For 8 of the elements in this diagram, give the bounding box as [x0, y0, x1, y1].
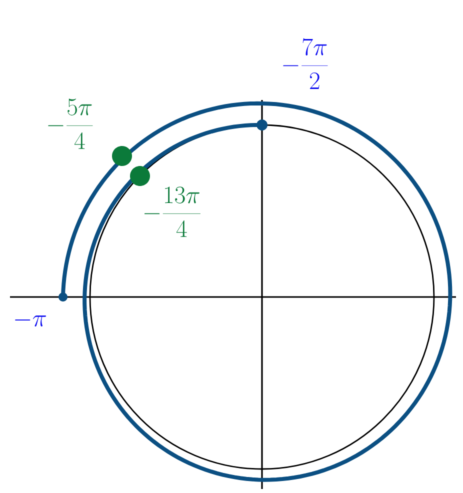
- angle-label: $-\frac{13\pi}{4}$: [144, 186, 200, 237]
- angle-label: $-\pi$: [15, 316, 46, 326]
- angle-label: $-\frac{7\pi}{2}$: [283, 38, 328, 89]
- point: [256, 120, 268, 130]
- point: [112, 146, 132, 166]
- point: [130, 166, 150, 186]
- point: [58, 292, 68, 302]
- angle-label: $-\frac{5\pi}{4}$: [48, 98, 93, 149]
